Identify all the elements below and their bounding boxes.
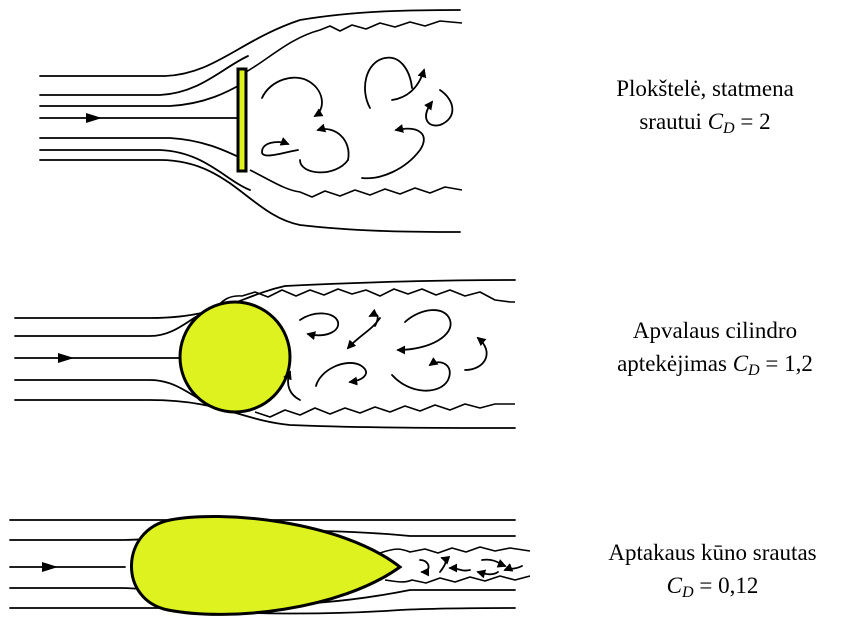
cylinder (180, 302, 290, 412)
vortex-arrow (398, 310, 451, 350)
vortex-arrow (300, 313, 338, 335)
symbol-letter: C (667, 573, 682, 598)
vortex-arrow (478, 572, 498, 574)
streamlined-body (131, 516, 400, 614)
drag-coefficient-value: 1,2 (784, 351, 813, 376)
vortex-arrow (262, 78, 322, 116)
cylinder-panel (15, 280, 515, 428)
flow-arrow (86, 113, 102, 123)
plate-caption-label: srautui (639, 109, 702, 134)
vortex-arrow (262, 142, 298, 155)
drag-coefficient-symbol: CD (708, 109, 735, 134)
plate-streamline (40, 138, 245, 160)
body-wake-boundary (385, 576, 530, 583)
symbol-subscript: D (723, 120, 735, 137)
flow-arrow (42, 562, 58, 572)
symbol-letter: C (733, 351, 748, 376)
vortex-arrow (392, 362, 450, 390)
symbol-letter: C (708, 109, 723, 134)
drag-coefficient-symbol: CD (733, 351, 760, 376)
vortex-arrow (288, 372, 300, 400)
streamlined-panel (10, 516, 530, 614)
cylinder-caption-line2: aptekėjimas CD = 1,2 (585, 347, 845, 382)
cylinder-streamline (15, 312, 205, 336)
plate-panel (40, 10, 462, 232)
plate-caption: Plokštelė, statmena srautui CD = 2 (585, 72, 825, 141)
vortex-arrow (505, 566, 522, 570)
flow-arrow (58, 353, 74, 363)
drag-coefficient-value: 0,12 (718, 573, 758, 598)
vortex-arrow (365, 58, 412, 108)
plate-streamline (40, 10, 460, 76)
vortex-arrow (318, 129, 349, 160)
vortex-arrow (362, 129, 424, 179)
streamlined-caption-line1: Aptakaus kūno srautas (575, 536, 850, 569)
vortex-arrow (440, 558, 446, 572)
vortex-arrow (420, 560, 429, 572)
vortex-arrow (450, 568, 470, 571)
equals-sign: = (699, 573, 712, 598)
cylinder-caption: Apvalaus cilindro aptekėjimas CD = 1,2 (585, 314, 845, 383)
cylinder-caption-label: aptekėjimas (617, 351, 727, 376)
symbol-subscript: D (682, 584, 694, 601)
drag-coefficient-symbol: CD (667, 573, 694, 598)
equals-sign: = (765, 351, 778, 376)
vortex-arrow (482, 560, 505, 566)
plate-caption-line1: Plokštelė, statmena (585, 72, 825, 105)
vortex-arrow (426, 90, 452, 126)
vortex-arrow (300, 160, 348, 172)
cylinder-wake-boundary (255, 404, 515, 417)
cylinder-streamline (15, 380, 205, 402)
symbol-subscript: D (748, 362, 760, 379)
plate-caption-line2: srautui CD = 2 (585, 105, 825, 140)
vortex-arrow (465, 338, 487, 370)
streamlined-caption: Aptakaus kūno srautas CD = 0,12 (575, 536, 850, 605)
plate-streamline (40, 82, 245, 106)
flat-plate (238, 69, 246, 171)
streamlined-caption-line2: CD = 0,12 (575, 569, 850, 604)
plate-streamline (40, 150, 250, 190)
vortex-arrow (316, 363, 366, 386)
drag-coefficient-value: 2 (759, 109, 771, 134)
cylinder-caption-line1: Apvalaus cilindro (585, 314, 845, 347)
equals-sign: = (740, 109, 753, 134)
body-wake-boundary (380, 547, 530, 553)
vortex-arrow (348, 318, 380, 348)
plate-wake-boundary (250, 170, 462, 197)
